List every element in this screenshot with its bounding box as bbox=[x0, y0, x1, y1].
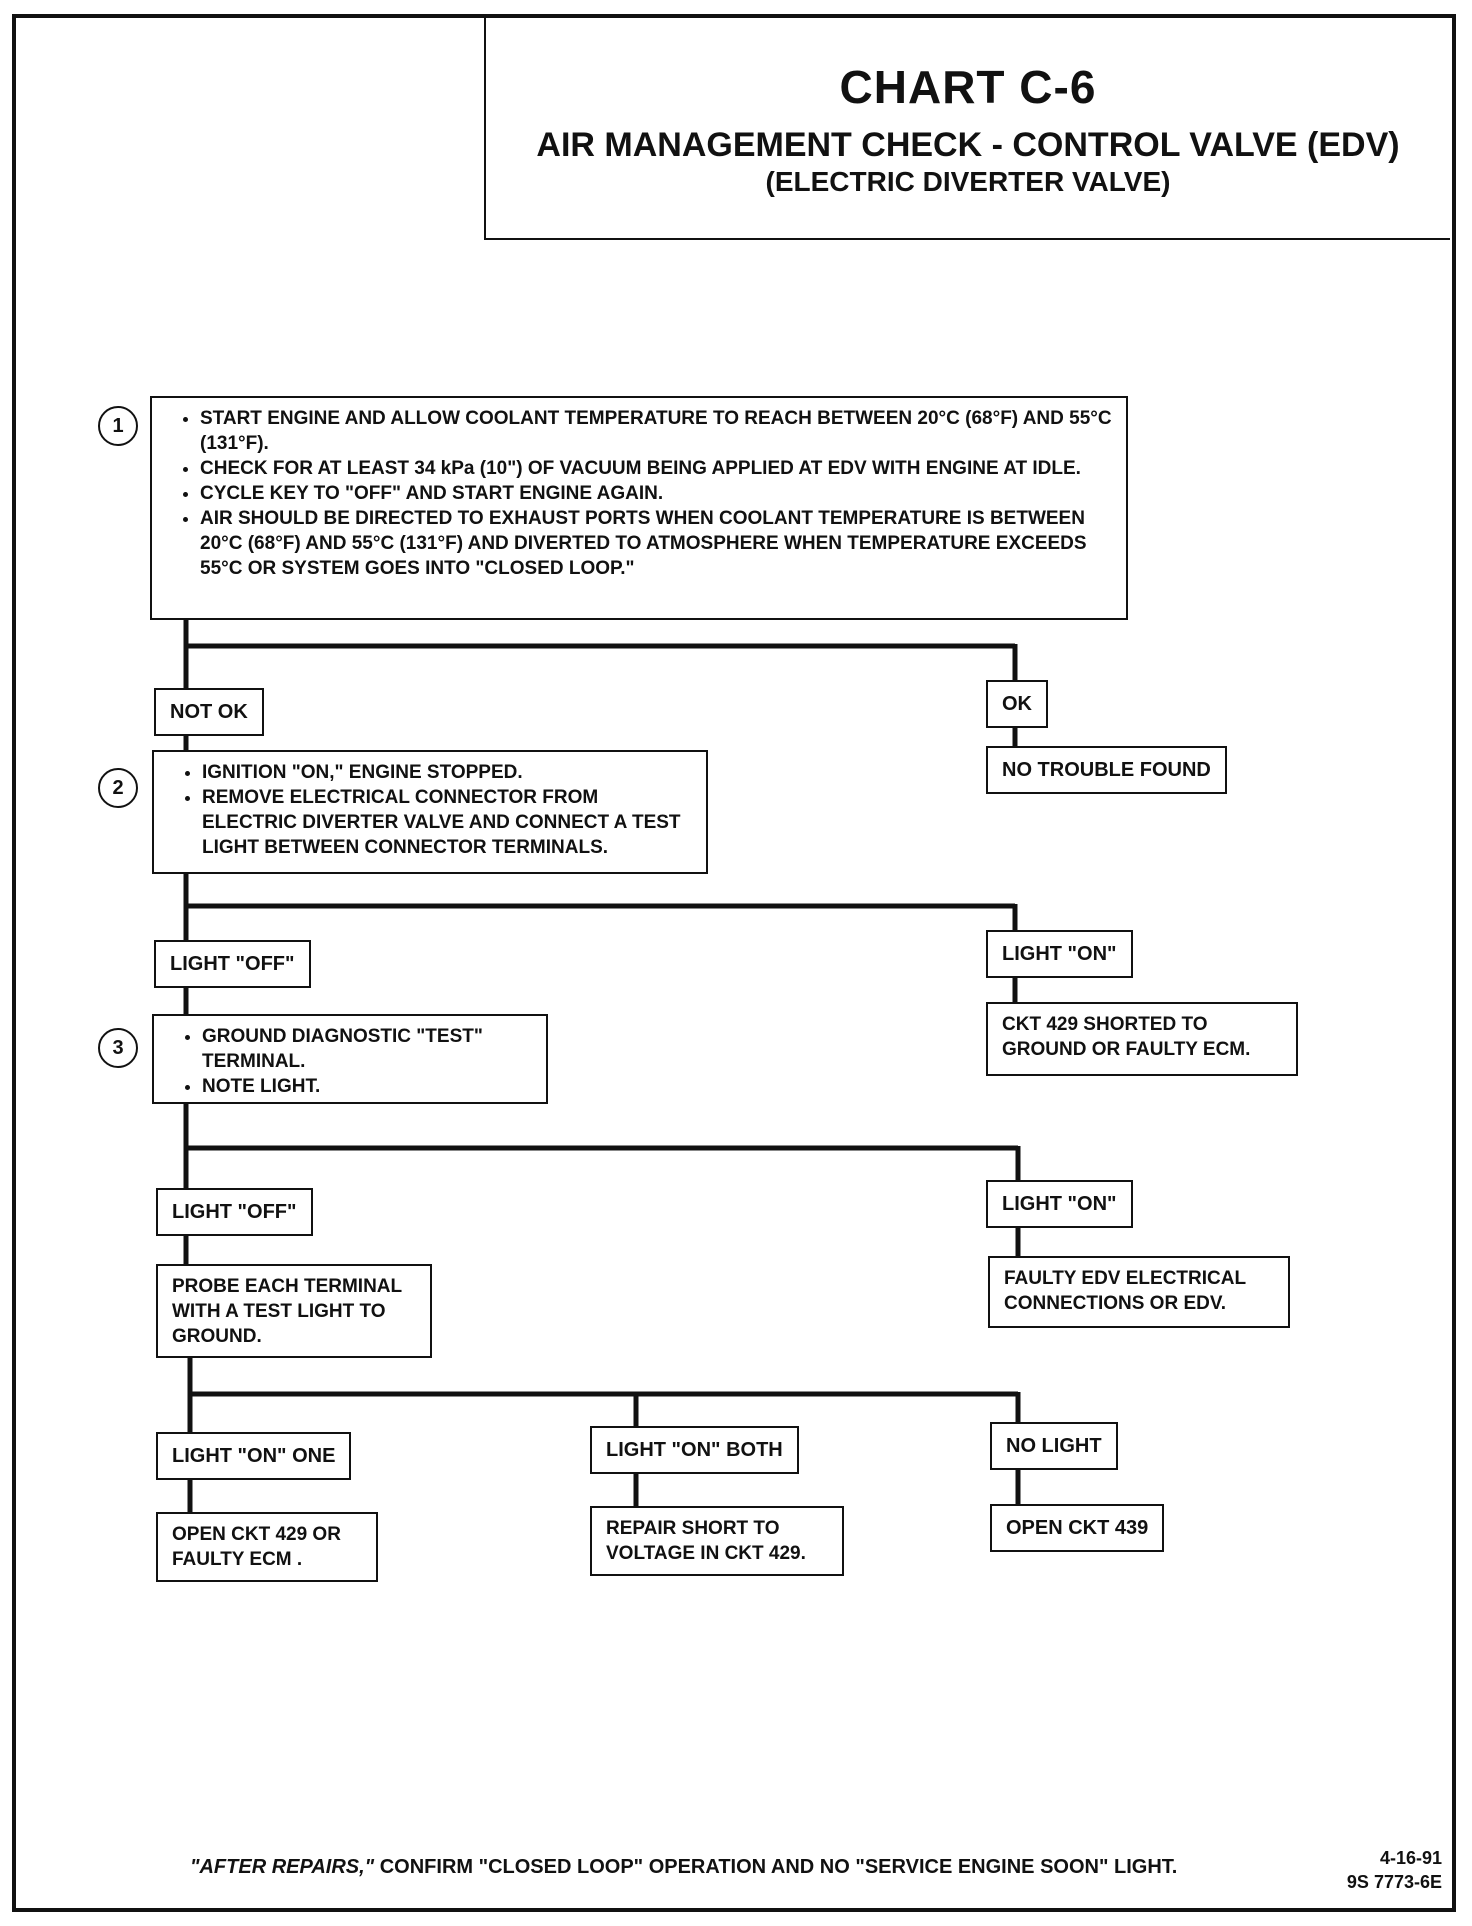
no-trouble-found-box: NO TROUBLE FOUND bbox=[986, 746, 1227, 794]
document-code: 9S 7773-6E bbox=[1346, 1872, 1442, 1892]
ok-label: OK bbox=[986, 680, 1048, 728]
step-1-box: START ENGINE AND ALLOW COOLANT TEMPERATU… bbox=[150, 396, 1128, 620]
repair-short-box: REPAIR SHORT TO VOLTAGE IN CKT 429. bbox=[590, 1506, 844, 1576]
step-number-3: 3 bbox=[98, 1028, 138, 1068]
document-meta: 4-16-91 9S 7773-6E bbox=[1347, 1846, 1442, 1894]
light-off-label-2: LIGHT "OFF" bbox=[156, 1188, 313, 1236]
open-ckt-429-box: OPEN CKT 429 OR FAULTY ECM . bbox=[156, 1512, 378, 1582]
faulty-edv-box: FAULTY EDV ELECTRICAL CONNECTIONS OR EDV… bbox=[988, 1256, 1290, 1328]
light-on-one-label: LIGHT "ON" ONE bbox=[156, 1432, 352, 1480]
light-on-both-label: LIGHT "ON" BOTH bbox=[590, 1426, 799, 1474]
light-on-label-2: LIGHT "ON" bbox=[986, 1180, 1133, 1228]
step-1-bullet: AIR SHOULD BE DIRECTED TO EXHAUST PORTS … bbox=[200, 506, 1112, 581]
step-2-box: IGNITION "ON," ENGINE STOPPED. REMOVE EL… bbox=[152, 750, 708, 874]
after-repairs-emphasis: "AFTER REPAIRS," bbox=[190, 1856, 375, 1878]
open-ckt-439-box: OPEN CKT 439 bbox=[990, 1504, 1165, 1552]
step-number-1: 1 bbox=[98, 406, 138, 446]
step-1-bullet: CHECK FOR AT LEAST 34 kPa (10") OF VACUU… bbox=[200, 456, 1112, 481]
light-off-label-1: LIGHT "OFF" bbox=[154, 940, 311, 988]
after-repairs-text: CONFIRM "CLOSED LOOP" OPERATION AND NO "… bbox=[374, 1856, 1178, 1878]
step-3-bullet: GROUND DIAGNOSTIC "TEST" TERMINAL. bbox=[202, 1024, 532, 1074]
after-repairs-note: "AFTER REPAIRS," CONFIRM "CLOSED LOOP" O… bbox=[190, 1856, 1177, 1879]
step-1-bullet: CYCLE KEY TO "OFF" AND START ENGINE AGAI… bbox=[200, 481, 1112, 506]
ckt-429-shorted-box: CKT 429 SHORTED TO GROUND OR FAULTY ECM. bbox=[986, 1002, 1298, 1076]
light-on-label-1: LIGHT "ON" bbox=[986, 930, 1133, 978]
document-date: 4-16-91 bbox=[1379, 1848, 1442, 1868]
probe-terminal-box: PROBE EACH TERMINAL WITH A TEST LIGHT TO… bbox=[156, 1264, 432, 1358]
chart-title: CHART C-6 bbox=[839, 61, 1097, 113]
step-number-2: 2 bbox=[98, 768, 138, 808]
not-ok-label: NOT OK bbox=[154, 688, 264, 736]
step-2-bullet: REMOVE ELECTRICAL CONNECTOR FROM ELECTRI… bbox=[202, 785, 692, 860]
chart-subtitle: AIR MANAGEMENT CHECK - CONTROL VALVE (ED… bbox=[536, 126, 1400, 164]
page-border bbox=[12, 14, 1456, 1912]
step-2-bullet: IGNITION "ON," ENGINE STOPPED. bbox=[202, 760, 692, 785]
step-1-bullet: START ENGINE AND ALLOW COOLANT TEMPERATU… bbox=[200, 406, 1112, 456]
step-1-bullet-list: START ENGINE AND ALLOW COOLANT TEMPERATU… bbox=[166, 406, 1112, 581]
step-2-bullet-list: IGNITION "ON," ENGINE STOPPED. REMOVE EL… bbox=[168, 760, 692, 860]
chart-subtitle-secondary: (ELECTRIC DIVERTER VALVE) bbox=[765, 166, 1171, 197]
step-3-bullet: NOTE LIGHT. bbox=[202, 1074, 532, 1099]
title-block: CHART C-6 AIR MANAGEMENT CHECK - CONTROL… bbox=[484, 18, 1450, 240]
step-3-bullet-list: GROUND DIAGNOSTIC "TEST" TERMINAL. NOTE … bbox=[168, 1024, 532, 1099]
step-3-box: GROUND DIAGNOSTIC "TEST" TERMINAL. NOTE … bbox=[152, 1014, 548, 1104]
no-light-label: NO LIGHT bbox=[990, 1422, 1118, 1470]
